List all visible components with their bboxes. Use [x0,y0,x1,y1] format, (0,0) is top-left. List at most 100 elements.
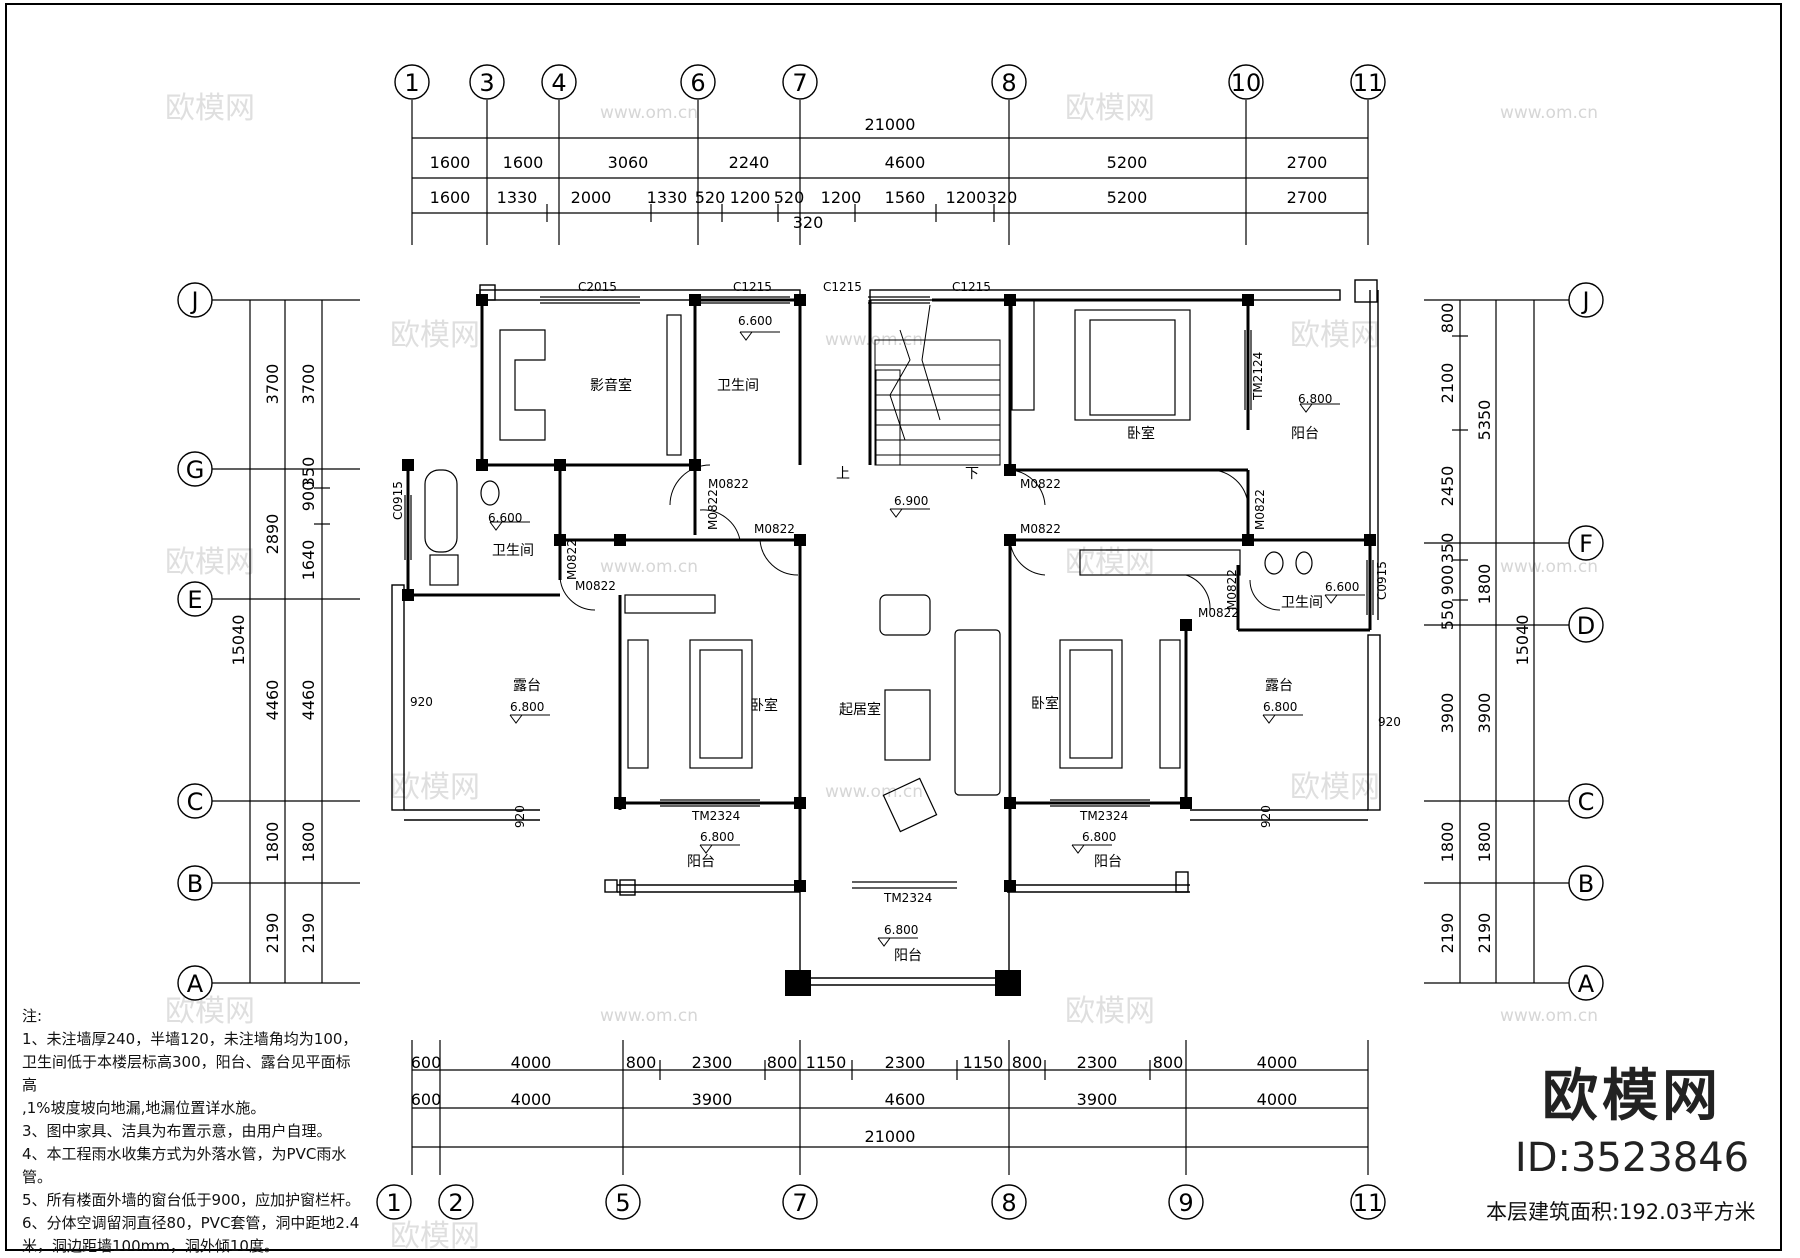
stairs [874,304,1001,466]
dim: 1640 [299,540,318,581]
axis-label: 1 [404,69,419,97]
bottom-axis-labels: 1 2 5 7 8 9 11 [386,1189,1383,1217]
watermark-site: www.om.cn [1500,557,1598,577]
right-dimension-text: 800 2100 2450 350 900 550 3900 1800 2190… [1438,303,1532,954]
dim: 4460 [299,680,318,721]
level-label: 6.800 [884,923,918,937]
watermark-site: www.om.cn [600,557,698,577]
dim: 320 [793,213,824,232]
watermark-site: www.om.cn [600,103,698,123]
dim: 600 [411,1053,442,1072]
watermark-brand: 欧模网 [1065,994,1155,1029]
level-label: 6.800 [700,830,734,844]
dim-total: 21000 [865,1127,916,1146]
windows [404,296,1374,889]
axis-label: 8 [1001,1189,1016,1217]
axis-label: 7 [792,1189,807,1217]
note-line: 3、图中家具、洁具为布置示意，由用户自理。 [22,1122,332,1140]
axis-label: 5 [615,1189,630,1217]
window-code: C1215 [952,280,991,294]
bottom-dimension-lines [411,1040,1369,1175]
watermark-brand: 欧模网 [1065,91,1155,126]
room-label-bath: 卫生间 [717,378,759,394]
axis-label: C [1578,788,1595,816]
watermark-site: www.om.cn [1500,1006,1598,1026]
axis-label: F [1579,530,1593,558]
dim: 5200 [1107,153,1148,172]
door-code: M0822 [754,522,795,536]
axis-label: B [187,870,203,898]
axis-label: A [187,970,204,998]
railings [391,279,1381,986]
watermark-site: www.om.cn [825,330,923,350]
door-code: M0822 [1225,569,1239,610]
dim: 2890 [263,514,282,555]
level-label: 6.900 [894,494,928,508]
dim: 1150 [806,1053,847,1072]
dim: 2190 [299,913,318,954]
dim: 1330 [497,188,538,207]
level-markers: 6.600 6.600 6.600 6.800 6.800 6.800 6.80… [488,314,1365,947]
dim: 600 [411,1090,442,1109]
room-labels: 影音室 卫生间 卫生间 卫生间 卧室 卧室 卧室 起居室 露台 露台 阳台 阳台… [492,377,1323,964]
bottom-dimension-text: 600 4000 800 2300 800 1150 2300 1150 800… [411,1053,1298,1146]
left-dimension-text: 15040 3700 2890 4460 1800 2190 3700 900 … [229,364,318,954]
axis-label: J [189,287,198,315]
note-line: 6、分体空调留洞直径80，PVC套管，洞中距地2.4米，洞边距墙100mm，洞外… [22,1214,360,1255]
level-label: 6.800 [1263,700,1297,714]
walls [406,298,1372,885]
top-dimension-lines [411,100,1369,245]
dim: 1330 [647,188,688,207]
axis-label: A [1578,970,1595,998]
top-axis-bubbles [394,64,1386,100]
watermark-brand: 欧模网 [165,545,255,580]
small-dimensions: 920 920 920 920 [410,695,1401,828]
dim: 2190 [263,913,282,954]
watermark-id: ID:3523846 [1514,1135,1750,1181]
drawing-frame [5,3,1782,1251]
level-label: 6.800 [1298,392,1332,406]
watermark-layer: 欧模网 欧模网 欧模网 欧模网 欧模网 欧模网 欧模网 欧模网 欧模网 欧模网 … [165,91,1380,1254]
axis-label: 3 [479,69,494,97]
door-code: M0822 [1253,489,1267,530]
dim: 4000 [1257,1053,1298,1072]
axis-label: 11 [1353,1189,1384,1217]
dim: 3700 [299,364,318,405]
room-label-balcony: 阳台 [894,948,922,964]
axis-label: 2 [448,1189,463,1217]
window-code: C2015 [578,280,617,294]
dim: 1200 [730,188,771,207]
level-label: 6.800 [1082,830,1116,844]
dim-total: 15040 [1513,615,1532,666]
note-line: 5、所有楼面外墙的窗台低于900，应加护窗栏杆。 [22,1191,361,1209]
dim: 4000 [511,1053,552,1072]
dim: 3060 [608,153,649,172]
dim: 320 [987,188,1018,207]
room-label-terrace: 露台 [513,678,541,694]
window-code: C1215 [733,280,772,294]
watermark-brand: 欧模网 [165,994,255,1029]
axis-label: C [187,788,204,816]
note-line: ,1%坡度坡向地漏,地漏位置详水施。 [22,1099,266,1117]
right-dimension-lines [1424,299,1570,984]
door-code: TM2324 [691,809,740,823]
axis-label: G [186,456,205,484]
stair-up-label: 上 [836,466,850,482]
room-label-terrace: 露台 [1265,678,1293,694]
door-swings [559,464,1281,611]
axis-label: E [187,586,202,614]
design-notes: 注: 1、未注墙厚240，半墙120，未注墙角均为100，卫生间低于本楼层标高3… [22,1005,362,1258]
axis-label: J [1580,287,1589,315]
level-label: 6.600 [488,511,522,525]
watermark-site: www.om.cn [600,1006,698,1026]
watermark-brand: 欧模网 [1290,770,1380,805]
dim: 800 [1012,1053,1043,1072]
room-label-bedroom: 卧室 [1127,425,1155,442]
room-label-living: 起居室 [839,701,881,718]
level-label: 6.600 [738,314,772,328]
door-code: M0822 [565,539,579,580]
room-label-bedroom: 卧室 [1031,695,1059,712]
watermark-brand: 欧模网 [390,770,480,805]
axis-label: 8 [1001,69,1016,97]
